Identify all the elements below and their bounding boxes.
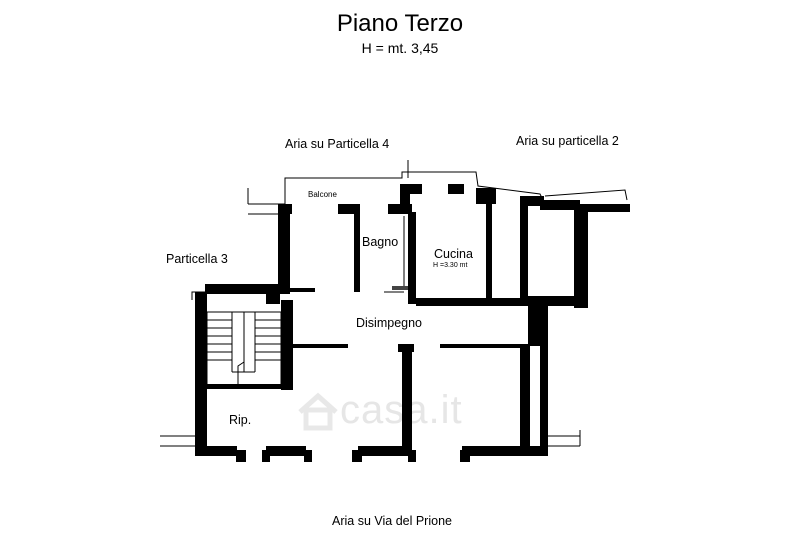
label-bagno: Bagno bbox=[362, 235, 399, 249]
label-air-particella-4: Aria su Particella 4 bbox=[285, 137, 390, 151]
label-rip: Rip. bbox=[229, 413, 252, 427]
balcony-outline bbox=[284, 171, 546, 206]
height-note: H = mt. 3,45 bbox=[361, 40, 439, 56]
plan-title: Piano Terzo bbox=[336, 10, 464, 37]
walls bbox=[195, 184, 630, 462]
particella-2-boundary bbox=[544, 189, 628, 201]
label-balcone: Balcone bbox=[308, 190, 337, 199]
label-cucina-height: H =3.30 mt bbox=[433, 262, 468, 269]
label-disimpegno: Disimpegno bbox=[356, 316, 423, 330]
watermark-text: casa.it bbox=[340, 388, 463, 432]
label-air-particella-2: Aria su particella 2 bbox=[516, 134, 619, 148]
label-air-via-prione: Aria su Via del Prione bbox=[332, 514, 452, 528]
label-particella-3: Particella 3 bbox=[166, 252, 228, 266]
label-cucina: Cucina bbox=[434, 247, 473, 261]
watermark-house-icon bbox=[298, 392, 338, 431]
